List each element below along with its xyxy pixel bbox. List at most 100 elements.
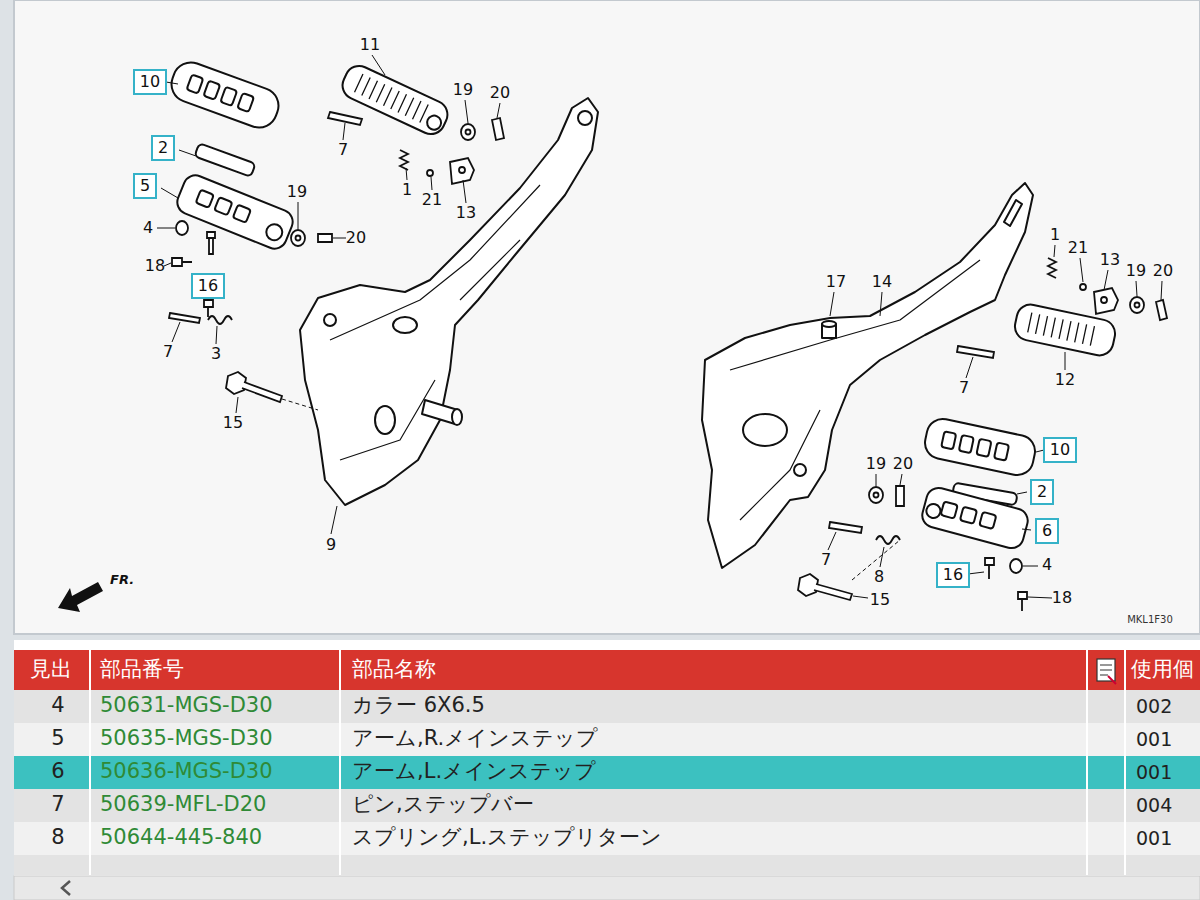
table-grid xyxy=(14,650,1200,690)
small-parts xyxy=(169,112,504,410)
quantity: 002 xyxy=(1136,695,1172,718)
callout-number: 12 xyxy=(1055,370,1075,389)
leader-line xyxy=(968,572,984,574)
small-parts xyxy=(208,316,232,324)
leader-line xyxy=(372,55,385,75)
callout-number: 15 xyxy=(870,590,890,609)
callout-box: 6 xyxy=(1035,518,1059,543)
step-rubber xyxy=(264,222,285,243)
callout-box: 16 xyxy=(191,273,225,298)
table-grid xyxy=(14,855,1200,875)
step-rubber xyxy=(925,502,942,519)
step-bracket xyxy=(300,98,598,505)
callout-number: 7 xyxy=(163,342,173,361)
leader-line xyxy=(431,177,432,190)
leader-line xyxy=(166,82,178,84)
callout-number: 20 xyxy=(893,454,913,473)
callout-number: 1 xyxy=(1050,225,1060,244)
table-grid xyxy=(62,881,70,895)
part-number: 50644-445-840 xyxy=(100,825,262,850)
table-grid xyxy=(1086,650,1088,875)
step-rubber xyxy=(233,205,251,223)
leader-line xyxy=(465,100,468,123)
callout-number: 13 xyxy=(456,203,476,222)
leader-line xyxy=(331,506,337,534)
callout-number: 19 xyxy=(287,182,307,201)
table-grid xyxy=(14,822,1200,855)
screen-background xyxy=(14,640,1200,876)
callout-number: 5 xyxy=(140,176,150,195)
step-rubber xyxy=(976,439,991,457)
step-bracket xyxy=(822,321,836,327)
callout-number: 10 xyxy=(140,72,160,91)
small-parts xyxy=(985,558,994,579)
part-number: 50639-MFL-D20 xyxy=(100,792,266,817)
small-parts xyxy=(296,236,301,241)
small-parts xyxy=(1101,297,1107,303)
table-grid xyxy=(14,789,1200,822)
small-parts xyxy=(1135,303,1140,308)
step-rubber xyxy=(920,302,1118,551)
callout-number: 2 xyxy=(1037,482,1047,501)
callout-number: 20 xyxy=(490,83,510,102)
table-grid xyxy=(90,650,1125,875)
leader-line xyxy=(1017,492,1027,494)
row-number: 5 xyxy=(51,726,64,751)
step-rubber xyxy=(922,416,1038,478)
step-rubber xyxy=(920,485,1031,551)
callout-number: 7 xyxy=(821,550,831,569)
leader-line xyxy=(1080,258,1083,282)
drawing-code: MKL1F30 xyxy=(1127,614,1173,626)
callout-number: 17 xyxy=(826,272,846,291)
leader-line xyxy=(1023,566,1038,567)
step-rubber xyxy=(174,172,297,253)
small-parts xyxy=(814,584,852,600)
small-parts xyxy=(869,487,883,503)
leader-line xyxy=(830,292,834,316)
table-header: 部品名称 xyxy=(352,657,436,682)
small-parts xyxy=(1130,297,1144,313)
small-parts xyxy=(1080,284,1086,290)
small-parts xyxy=(1156,300,1167,320)
row-number: 6 xyxy=(51,759,64,784)
part-name: ピン,ステップバー xyxy=(352,792,534,817)
callout-number: 4 xyxy=(1042,555,1052,574)
small-parts xyxy=(226,372,246,394)
leader-line xyxy=(880,547,884,567)
callout-number: 19 xyxy=(453,80,473,99)
direction-label: FR. xyxy=(110,572,134,588)
table-icon xyxy=(1108,676,1116,684)
small-parts xyxy=(291,230,305,246)
step-rubber xyxy=(237,93,254,112)
leader-line xyxy=(900,474,902,485)
direction-arrow xyxy=(58,582,103,612)
step-rubber xyxy=(220,87,237,106)
callout-box: 10 xyxy=(133,69,167,94)
callout-number: 13 xyxy=(1100,250,1120,269)
small-parts xyxy=(1094,288,1118,314)
small-parts xyxy=(172,258,192,266)
leader-line xyxy=(463,180,466,203)
leader-line xyxy=(1136,281,1137,296)
leader-line xyxy=(1104,270,1108,290)
step-rubber xyxy=(941,501,958,518)
part-number: 50635-MGS-D30 xyxy=(100,726,273,751)
small-parts xyxy=(1048,258,1056,278)
table-header: 部品番号 xyxy=(100,657,184,682)
small-parts xyxy=(874,493,879,498)
small-parts xyxy=(957,346,994,358)
leader-line xyxy=(966,357,973,378)
step-bracket xyxy=(330,185,540,460)
step-bracket xyxy=(578,111,592,125)
callout-number: 4 xyxy=(143,218,153,237)
step-bracket xyxy=(324,314,336,326)
callout-number: 10 xyxy=(1050,440,1070,459)
screen-background xyxy=(14,0,1200,634)
small-parts xyxy=(169,313,200,323)
quantity: 001 xyxy=(1136,761,1172,784)
step-rubber xyxy=(941,431,956,449)
leader-line xyxy=(343,123,345,140)
part-name: スプリング,L.ステップリターン xyxy=(352,825,662,850)
table-icon xyxy=(1100,665,1112,675)
step-rubber xyxy=(425,113,444,132)
